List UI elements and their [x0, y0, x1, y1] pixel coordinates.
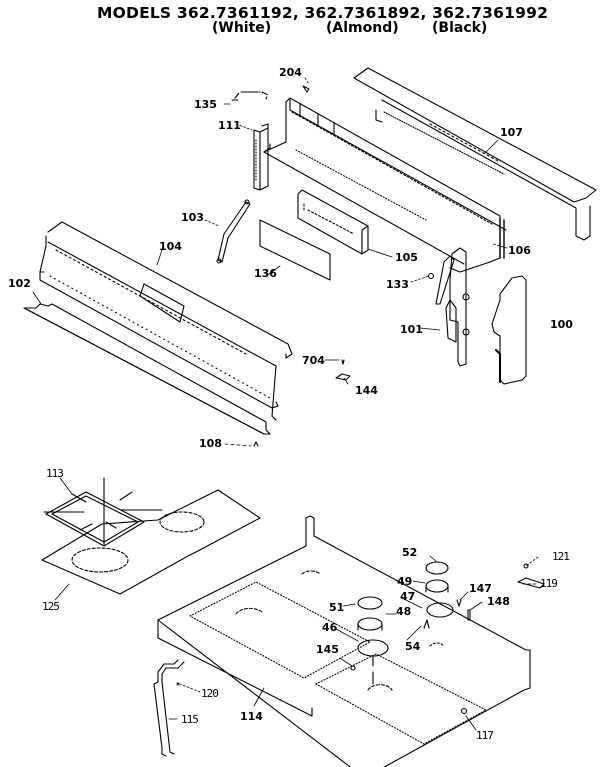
- part-204-screw: [302, 85, 310, 93]
- part-133-screw: [427, 272, 435, 280]
- callout-51: 51: [329, 601, 345, 614]
- part-108-screw: [253, 441, 259, 447]
- callout-111: 111: [218, 119, 241, 132]
- part-120-screw: [176, 682, 180, 686]
- part-125-drip-pan: [41, 489, 261, 595]
- part-105-control-module: [297, 189, 369, 255]
- callout-115: 115: [181, 713, 199, 726]
- part-111-bracket: [253, 123, 269, 191]
- callout-147: 147: [469, 582, 492, 595]
- part-100-side-panel: [491, 275, 527, 385]
- callout-105: 105: [395, 251, 418, 264]
- callout-106: 106: [508, 244, 531, 257]
- leader-lines: [32, 77, 539, 731]
- part-145-screw: [350, 665, 356, 671]
- callout-102: 102: [8, 277, 31, 290]
- burner-parts: [350, 561, 471, 685]
- part-49-head: [425, 579, 449, 593]
- models-heading: MODELS 362.7361192, 362.7361892, 362.736…: [97, 4, 549, 22]
- callout-103: 103: [181, 211, 204, 224]
- callout-104: 104: [159, 240, 182, 253]
- callout-100: 100: [550, 318, 573, 331]
- callout-135: 135: [194, 98, 217, 111]
- part-136-overlay: [259, 219, 331, 281]
- part-107-top-trim: [353, 67, 597, 241]
- part-144-clip: [335, 373, 351, 381]
- variant-black: (Black): [432, 20, 488, 36]
- part-117-screw: [460, 707, 468, 715]
- callout-49: 49: [397, 575, 413, 588]
- part-54-electrode: [423, 619, 430, 629]
- part-121-screw: [523, 563, 529, 569]
- callout-204: 204: [279, 66, 302, 79]
- callout-108: 108: [199, 437, 222, 450]
- part-103-tube: [216, 199, 251, 264]
- callout-121: 121: [552, 550, 570, 563]
- callout-48: 48: [396, 605, 412, 618]
- part-114-cooktop: [157, 515, 531, 767]
- callout-119: 119: [540, 577, 558, 590]
- part-147-clip: [456, 599, 462, 607]
- part-46-base: [357, 639, 389, 657]
- part-115-tube: [153, 659, 185, 757]
- part-48-head: [357, 617, 383, 631]
- part-101-hinge: [435, 247, 470, 367]
- callout-144: 144: [355, 384, 378, 397]
- callout-107: 107: [500, 126, 523, 139]
- callout-113: 113: [46, 467, 64, 480]
- part-113-grate: [43, 477, 163, 547]
- part-148-spring: [467, 609, 471, 621]
- callout-117: 117: [476, 729, 494, 742]
- part-52-cap: [425, 561, 449, 575]
- variant-white: (White): [212, 20, 272, 36]
- callout-133: 133: [386, 278, 409, 291]
- callout-54: 54: [405, 640, 421, 653]
- callout-52: 52: [402, 546, 418, 559]
- callout-148: 148: [487, 595, 510, 608]
- variant-almond: (Almond): [326, 20, 399, 36]
- part-104-control-panel: [39, 221, 293, 421]
- callout-120: 120: [201, 687, 219, 700]
- part-135-clip: [231, 91, 269, 101]
- callout-47: 47: [400, 590, 416, 603]
- part-47-base: [426, 602, 454, 618]
- callout-46: 46: [322, 621, 338, 634]
- part-51-cap: [357, 596, 383, 610]
- callout-101: 101: [400, 323, 423, 336]
- callout-125: 125: [42, 600, 60, 613]
- backguard-assembly: [263, 97, 507, 273]
- callout-136: 136: [254, 267, 277, 280]
- callout-145: 145: [316, 643, 339, 656]
- callout-114: 114: [240, 710, 263, 723]
- part-102-trim-strip: [23, 303, 271, 435]
- callout-704: 704: [302, 354, 325, 367]
- part-704-screw: [341, 359, 345, 365]
- part-119-bracket: [517, 577, 545, 589]
